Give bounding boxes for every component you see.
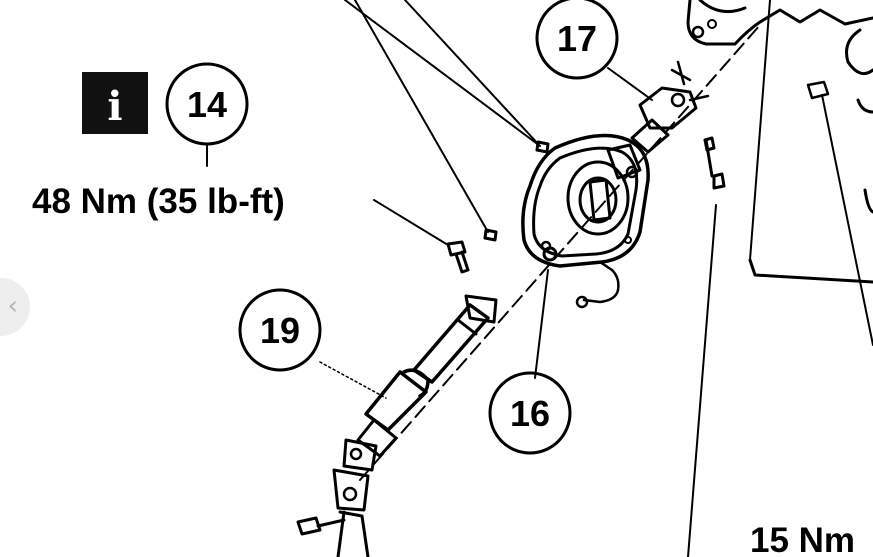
info-icon — [82, 72, 148, 134]
intermediate-shaft — [332, 294, 498, 557]
info-badge: i — [82, 72, 148, 134]
callout-19-label: 19 — [260, 310, 300, 351]
shaft-support-flange — [521, 133, 650, 309]
upper-bracket — [686, 0, 873, 284]
callout-19: 19 — [238, 288, 322, 372]
fasteners — [296, 136, 726, 536]
callout-16: 16 — [488, 371, 572, 455]
callout-14-label: 14 — [187, 84, 227, 125]
torque-spec-14: 48 Nm (35 lb-ft) — [32, 182, 285, 221]
callout-16-label: 16 — [510, 393, 550, 434]
upper-universal-joint — [630, 60, 710, 154]
callout-17: 17 — [535, 0, 619, 80]
callout-17-label: 17 — [557, 18, 597, 59]
callout-14: 14 — [165, 62, 249, 146]
info-badge-letter: i — [107, 83, 122, 130]
leader-lines — [206, 0, 873, 557]
chevron-left-icon: ‹ — [7, 291, 18, 321]
torque-spec-partial: 15 Nm — [750, 521, 855, 557]
